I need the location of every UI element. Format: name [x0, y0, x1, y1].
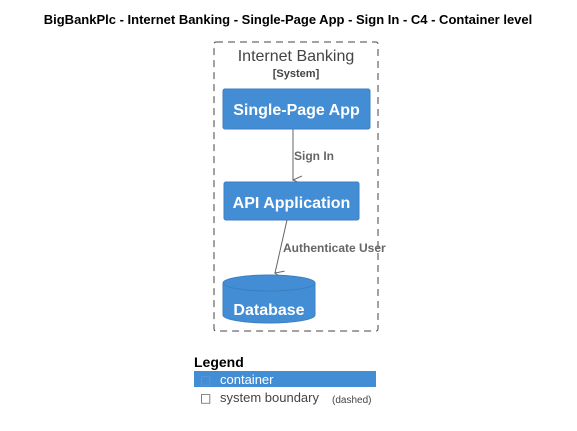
container-api-label: API Application: [233, 195, 351, 212]
container-database[interactable]: [222, 274, 316, 324]
legend-boundary-note: (dashed): [332, 395, 371, 406]
container-legend-icon: □: [200, 373, 211, 387]
boundary-name: Internet Banking: [238, 48, 355, 65]
container-database-label: Database: [233, 302, 304, 319]
container-api[interactable]: [223, 181, 360, 221]
relation-sign-in-label: Sign In: [294, 149, 334, 163]
legend-boundary-label: system boundary: [220, 390, 319, 405]
legend-title: Legend: [194, 354, 244, 370]
container-spa-label: Single-Page App: [233, 102, 360, 119]
database-cylinder-rim: [222, 282, 316, 292]
diagram-title: BigBankPlc - Internet Banking - Single-P…: [44, 12, 533, 27]
container-spa[interactable]: [222, 88, 371, 130]
boundary-type: [System]: [273, 68, 320, 80]
system-boundary: [213, 41, 379, 332]
legend-container-label: container: [220, 372, 274, 387]
database-cylinder-shape: [222, 274, 316, 324]
boundary-legend-icon: □: [200, 391, 211, 405]
legend-container-swatch: [194, 371, 376, 387]
relation-authenticate-label: Authenticate User: [283, 241, 386, 255]
relation-authenticate-arrow: [275, 219, 288, 273]
